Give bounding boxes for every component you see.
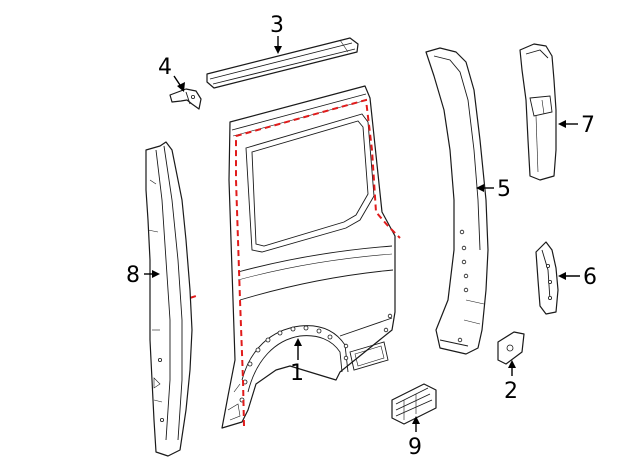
part-5-b-pillar	[425, 47, 489, 355]
callout-8: 8	[126, 263, 140, 288]
part-8-rear-pillar	[145, 141, 193, 457]
part-3-roof-rail	[206, 37, 359, 89]
callout-1: 1	[290, 361, 304, 386]
callout-2: 2	[504, 379, 518, 404]
part-4-bracket	[169, 88, 202, 110]
callout-7: 7	[581, 113, 595, 138]
callout-labels: 1 2 3 4 5 6 7 8 9	[126, 13, 597, 460]
part-1-side-panel	[221, 85, 396, 429]
part-2-plate	[497, 331, 525, 365]
part-9-vent	[391, 383, 437, 425]
callout-leaders	[144, 36, 580, 432]
callout-5: 5	[497, 177, 511, 202]
callout-6: 6	[583, 265, 597, 290]
part-6-bracket	[535, 241, 559, 315]
callout-3: 3	[270, 13, 284, 38]
callout-4: 4	[158, 55, 172, 80]
part-7-upper-trim	[519, 43, 557, 181]
callout-9: 9	[408, 435, 422, 460]
